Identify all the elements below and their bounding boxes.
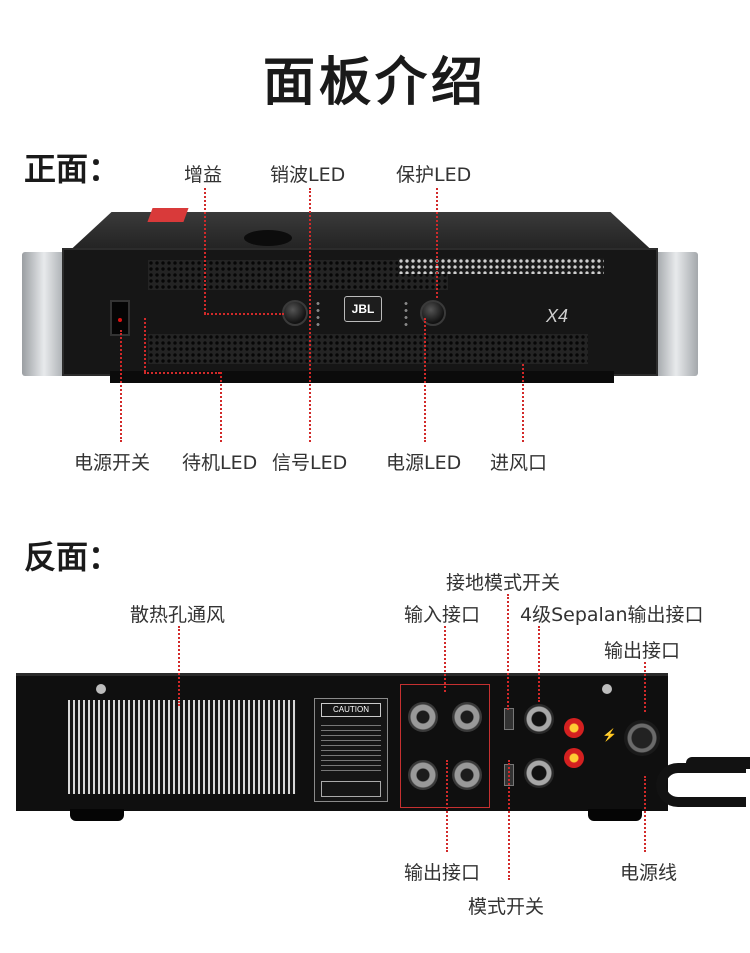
caution-lines xyxy=(321,725,381,773)
label-mode-switch: 模式开关 xyxy=(468,896,545,918)
leader-signal xyxy=(309,312,311,442)
label-speakon-output: 4级Sepalan输出接口 xyxy=(520,604,704,626)
leader-input xyxy=(444,626,446,692)
label-power-cord: 电源线 xyxy=(620,862,678,884)
fuse-icon: ⚡ xyxy=(602,728,617,742)
rack-ear-right xyxy=(654,252,698,376)
label-signal-led: 信号LED xyxy=(272,452,348,474)
label-output-jack-top: 输出接口 xyxy=(604,640,681,662)
power-cord-icon xyxy=(656,763,746,807)
power-cord-line xyxy=(686,757,750,769)
rear-body: CAUTION ⚡ xyxy=(16,673,668,811)
model-text: X4 xyxy=(546,306,569,326)
ac-socket-icon xyxy=(624,720,660,756)
label-clip-led: 销波LED xyxy=(270,164,346,186)
leader-air xyxy=(522,364,524,442)
label-power-led: 电源LED xyxy=(386,452,462,474)
knob-a-icon xyxy=(282,300,308,326)
leader-protect xyxy=(436,188,438,298)
label-protect-led: 保护LED xyxy=(396,164,472,186)
leader-power-switch xyxy=(120,330,122,442)
label-standby-led: 待机LED xyxy=(182,452,258,474)
leader-clip xyxy=(309,188,311,312)
leader-standby xyxy=(220,372,222,442)
speakon-b-icon xyxy=(524,758,554,788)
xlr-input-b-icon xyxy=(452,760,482,790)
grille-bottom xyxy=(148,334,588,364)
label-heat-vent: 散热孔通风 xyxy=(130,604,226,626)
ground-switch-icon xyxy=(504,708,514,730)
screw-left-icon xyxy=(96,684,106,694)
terminal-a-icon xyxy=(564,718,584,738)
front-bottom-trim xyxy=(110,371,614,383)
caution-panel: CAUTION xyxy=(314,698,388,802)
label-input-jack: 输入接口 xyxy=(404,604,481,626)
rear-section-title: 反面： xyxy=(24,538,121,576)
power-switch-icon xyxy=(110,300,130,336)
heat-vents xyxy=(68,700,296,794)
xlr-input-a-icon xyxy=(452,702,482,732)
leader-mode xyxy=(508,760,510,880)
xlr-link-a-icon xyxy=(408,702,438,732)
jbl-logo: JBL xyxy=(344,296,382,322)
terminal-b-icon xyxy=(564,748,584,768)
serial-box xyxy=(321,781,381,797)
grille-top-right xyxy=(398,258,604,274)
led-column-a xyxy=(314,300,322,330)
speakon-a-icon xyxy=(524,704,554,734)
caution-title: CAUTION xyxy=(321,703,381,717)
led-column-b xyxy=(402,300,410,330)
leader-standby-v2 xyxy=(144,318,146,372)
leader-standby-h xyxy=(144,372,220,374)
front-unit-image: JBL X4 xyxy=(22,208,698,383)
page-title: 面板介绍 xyxy=(262,53,487,113)
top-hole xyxy=(244,230,292,246)
xlr-link-b-icon xyxy=(408,760,438,790)
leader-gain-h xyxy=(204,313,284,315)
leader-output-bottom xyxy=(446,760,448,852)
rack-ear-left xyxy=(22,252,66,376)
leader-power-led xyxy=(424,318,426,442)
leader-output-top xyxy=(644,662,646,712)
label-gain: 增益 xyxy=(184,164,223,186)
front-section-title: 正面： xyxy=(24,150,121,188)
label-output-jack-bottom: 输出接口 xyxy=(404,862,481,884)
leader-power-cord xyxy=(644,776,646,852)
leader-heat-vent xyxy=(178,626,180,706)
rear-foot-left xyxy=(70,809,124,821)
rear-unit-image: CAUTION ⚡ xyxy=(16,673,750,823)
screw-right-icon xyxy=(602,684,612,694)
label-ground-switch: 接地模式开关 xyxy=(446,572,561,594)
input-panel xyxy=(400,684,490,808)
label-power-switch: 电源开关 xyxy=(74,452,151,474)
rear-foot-right xyxy=(588,809,642,821)
leader-ground xyxy=(507,594,509,710)
label-air-intake: 进风口 xyxy=(490,452,548,474)
leader-gain xyxy=(204,188,206,314)
front-face: JBL X4 xyxy=(62,248,658,376)
red-mark xyxy=(147,208,189,222)
leader-speakon xyxy=(538,626,540,702)
